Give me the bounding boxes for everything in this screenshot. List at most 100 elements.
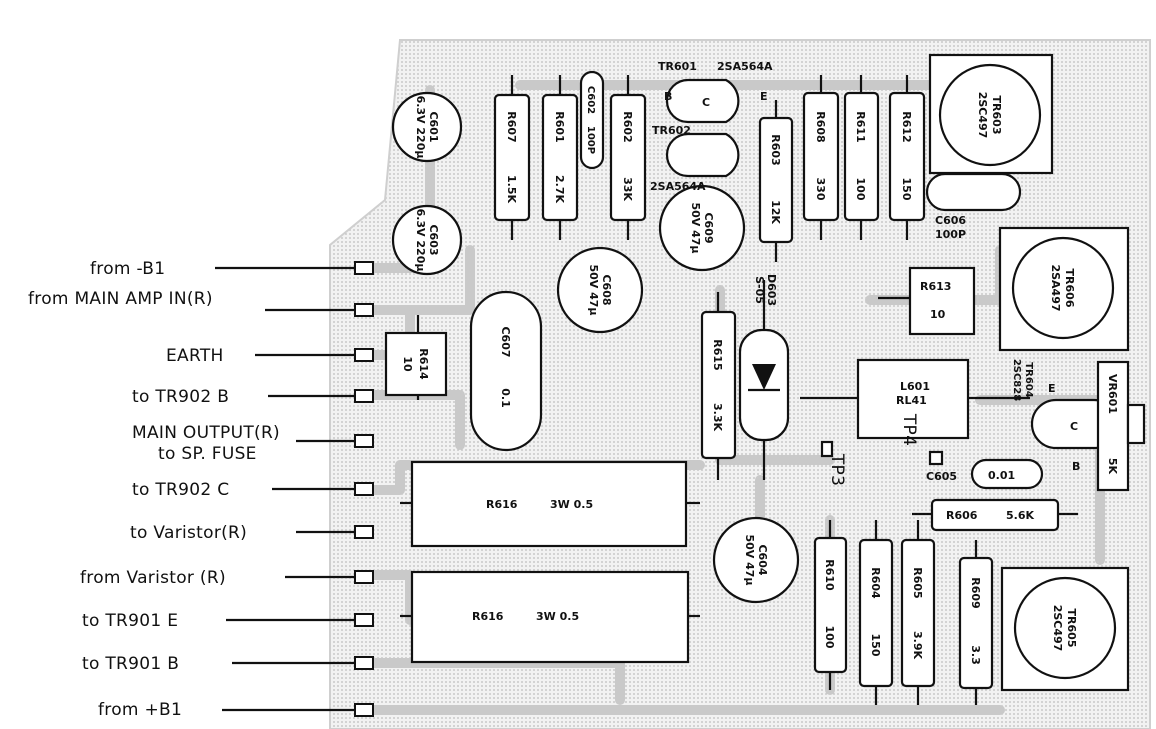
test-point-tp4: TP4 bbox=[899, 413, 919, 446]
component-ref: TR602 bbox=[652, 124, 691, 137]
transistor-tr602: TR602 2SA564A bbox=[650, 124, 740, 193]
component-ref: R616 bbox=[472, 610, 504, 623]
pin-label: E bbox=[1048, 382, 1056, 395]
connector-label: EARTH bbox=[166, 346, 224, 366]
component-ref: R604 bbox=[869, 567, 882, 599]
capacitor-c604: C604 50V 47μ bbox=[712, 516, 800, 604]
component-ref: R611 bbox=[854, 111, 867, 142]
component-value: 2SA564A bbox=[650, 180, 706, 193]
connector-label: to TR902 B bbox=[132, 387, 229, 407]
connector-from-plus-b1: from +B1 bbox=[98, 700, 374, 720]
capacitor-c605: C605 0.01 bbox=[926, 450, 1044, 490]
connector-label: to TR901 B bbox=[82, 654, 179, 674]
resistor-r613: R613 10 bbox=[878, 266, 976, 336]
potentiometer-vr601: VR601 5K bbox=[1096, 360, 1146, 492]
component-value: 3.3K bbox=[711, 403, 724, 431]
component-ref: R601 bbox=[553, 111, 566, 142]
solder-pad bbox=[354, 303, 374, 317]
capacitor-c603: C603 6.3V 220μ bbox=[391, 204, 463, 276]
component-ref: C603 bbox=[427, 224, 440, 255]
resistor-r612: R612 150 bbox=[888, 75, 926, 240]
connector-earth: EARTH bbox=[166, 346, 374, 366]
component-value: 6.3V 220μ bbox=[414, 209, 427, 272]
pin-label: E bbox=[760, 90, 768, 103]
connector-from-varistor: from Varistor (R) bbox=[80, 568, 374, 588]
component-ref: TR605 bbox=[1065, 609, 1078, 648]
solder-pad bbox=[354, 348, 374, 362]
transistor-tr605: TR605 2SC497 bbox=[1000, 566, 1130, 692]
resistor-r601: R601 2.7K bbox=[541, 75, 579, 240]
resistor-r616-lower: R616 3W 0.5 bbox=[400, 570, 700, 664]
component-ref: R615 bbox=[711, 339, 724, 370]
component-value: 3.9K bbox=[911, 631, 924, 659]
component-ref: R605 bbox=[911, 567, 924, 598]
connector-label: MAIN OUTPUT(R) bbox=[132, 423, 280, 443]
capacitor-c602: C602 100P bbox=[579, 70, 605, 170]
component-ref: C608 bbox=[600, 274, 613, 305]
component-value: 330 bbox=[814, 178, 827, 201]
capacitor-c606: C606 100P bbox=[925, 172, 1022, 241]
resistor-r606: R606 5.6K bbox=[912, 498, 1078, 532]
connector-label: to TR901 E bbox=[82, 611, 178, 631]
component-ref: R602 bbox=[621, 111, 634, 142]
component-ref: TP3 bbox=[827, 453, 847, 486]
connector-label: to TR902 C bbox=[132, 480, 229, 500]
component-ref: C609 bbox=[702, 212, 715, 243]
component-ref: C602 bbox=[585, 86, 596, 114]
capacitor-c608: C608 50V 47μ bbox=[556, 246, 644, 334]
component-value: RL41 bbox=[896, 394, 927, 407]
component-ref: R603 bbox=[769, 134, 782, 165]
resistor-r607: R607 1.5K bbox=[493, 75, 531, 240]
resistor-r609: R609 3.3 bbox=[958, 540, 994, 705]
component-ref: R609 bbox=[969, 577, 982, 608]
connector-main-output: MAIN OUTPUT(R) to SP. FUSE bbox=[132, 423, 374, 464]
component-value: 12K bbox=[769, 200, 782, 224]
component-value: 33K bbox=[621, 177, 634, 201]
connector-label: from +B1 bbox=[98, 700, 182, 720]
solder-pad bbox=[354, 261, 374, 275]
resistor-r615: R615 3.3K bbox=[700, 292, 737, 480]
component-value: 1.5K bbox=[505, 175, 518, 203]
resistor-r605: R605 3.9K bbox=[900, 520, 936, 705]
resistor-r610: R610 100 bbox=[813, 520, 848, 690]
connector-label: to Varistor(R) bbox=[130, 523, 247, 543]
component-value: 3.3 bbox=[969, 645, 982, 665]
component-ref: R610 bbox=[823, 559, 836, 591]
component-ref: TR604 bbox=[1023, 362, 1034, 397]
component-value: 150 bbox=[869, 634, 882, 657]
component-value: 50V 47μ bbox=[587, 264, 600, 315]
pin-label: C bbox=[1070, 420, 1078, 433]
component-value: 150 bbox=[900, 178, 913, 201]
component-ref: TR606 bbox=[1063, 269, 1076, 308]
transistor-tr604: TR604 2SC828 C E B bbox=[1011, 359, 1118, 473]
connector-from-main-amp-in: from MAIN AMP IN(R) bbox=[28, 289, 374, 317]
resistor-r608: R608 330 bbox=[802, 75, 840, 240]
component-value: 100 bbox=[823, 626, 836, 649]
solder-pad bbox=[354, 613, 374, 627]
component-value: 0.1 bbox=[499, 388, 512, 408]
component-ref: C606 bbox=[935, 214, 966, 227]
solder-pad bbox=[354, 570, 374, 584]
component-ref: R612 bbox=[900, 111, 913, 142]
component-ref: R608 bbox=[814, 111, 827, 142]
component-ref: L601 bbox=[900, 380, 930, 393]
component-ref: TR603 bbox=[990, 96, 1003, 135]
solder-pad bbox=[354, 434, 374, 448]
resistor-r611: R611 100 bbox=[843, 75, 880, 240]
inductor-l601: L601 RL41 bbox=[800, 358, 1030, 440]
capacitor-c607: C607 0.1 bbox=[469, 290, 543, 452]
pin-label: C bbox=[702, 96, 710, 109]
component-ref: C601 bbox=[427, 111, 440, 142]
component-value: 50V 47μ bbox=[743, 534, 756, 585]
transistor-tr601: TR601 2SA564A C B E bbox=[658, 60, 773, 124]
component-value: 5.6K bbox=[1006, 509, 1034, 522]
component-value: 100 bbox=[854, 178, 867, 201]
component-value: 50V 47μ bbox=[689, 202, 702, 253]
connector-to-tr902-b: to TR902 B bbox=[132, 387, 374, 407]
solder-pad bbox=[354, 482, 374, 496]
component-ref: R614 bbox=[417, 348, 430, 380]
component-value: 2SA497 bbox=[1049, 264, 1062, 311]
resistor-r602: R602 33K bbox=[609, 75, 647, 240]
component-value: S-05 bbox=[753, 276, 766, 304]
